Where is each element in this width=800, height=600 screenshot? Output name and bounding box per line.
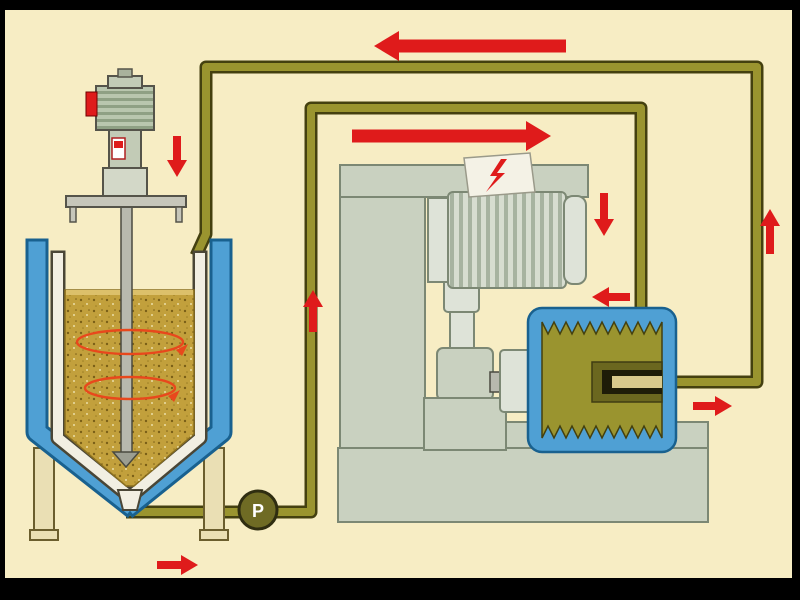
tank-inner-wall <box>53 253 205 502</box>
coupling-cylinder-2 <box>449 311 475 351</box>
bearing-block <box>436 347 494 401</box>
tank-foot-right <box>199 529 229 541</box>
flow-arrows <box>157 31 780 575</box>
circulation-pump: P <box>237 489 279 531</box>
mill-pedestal <box>423 397 507 451</box>
coupling-label-mark <box>114 141 123 148</box>
mounting-plate <box>65 195 187 208</box>
swirl-arrow-lower <box>83 375 177 401</box>
plate-support-left <box>69 206 77 223</box>
mixing-tank <box>25 204 233 541</box>
pump-body <box>237 489 279 531</box>
swirl-head-upper <box>176 344 188 356</box>
machine-base <box>337 447 709 523</box>
drive-motor-knob <box>117 68 133 78</box>
drive-flange <box>102 167 148 197</box>
tank-foot-left <box>29 529 59 541</box>
drive-motor-body <box>95 85 155 131</box>
lightning-icon <box>486 159 507 192</box>
swirl-head-lower <box>168 390 180 402</box>
machine-column <box>339 166 426 487</box>
chamber-slot-insert <box>612 376 662 388</box>
swirl-arrow-upper <box>75 328 185 356</box>
outlet-valve <box>116 489 144 511</box>
tank-leg-left <box>33 447 55 537</box>
tank-leg-right <box>203 447 225 537</box>
warning-label <box>85 91 98 117</box>
agitator-drive <box>65 68 187 223</box>
plate-support-right <box>175 206 183 223</box>
pipe-return-loop <box>192 63 761 386</box>
mill-motor-cap-left <box>427 197 451 283</box>
drive-motor-cap <box>107 75 143 89</box>
mill-motor-cap-right <box>563 195 587 285</box>
mill-motor-body <box>447 191 567 289</box>
impeller <box>111 451 141 469</box>
pump-label: P <box>252 501 264 521</box>
bead-mill <box>337 152 709 523</box>
